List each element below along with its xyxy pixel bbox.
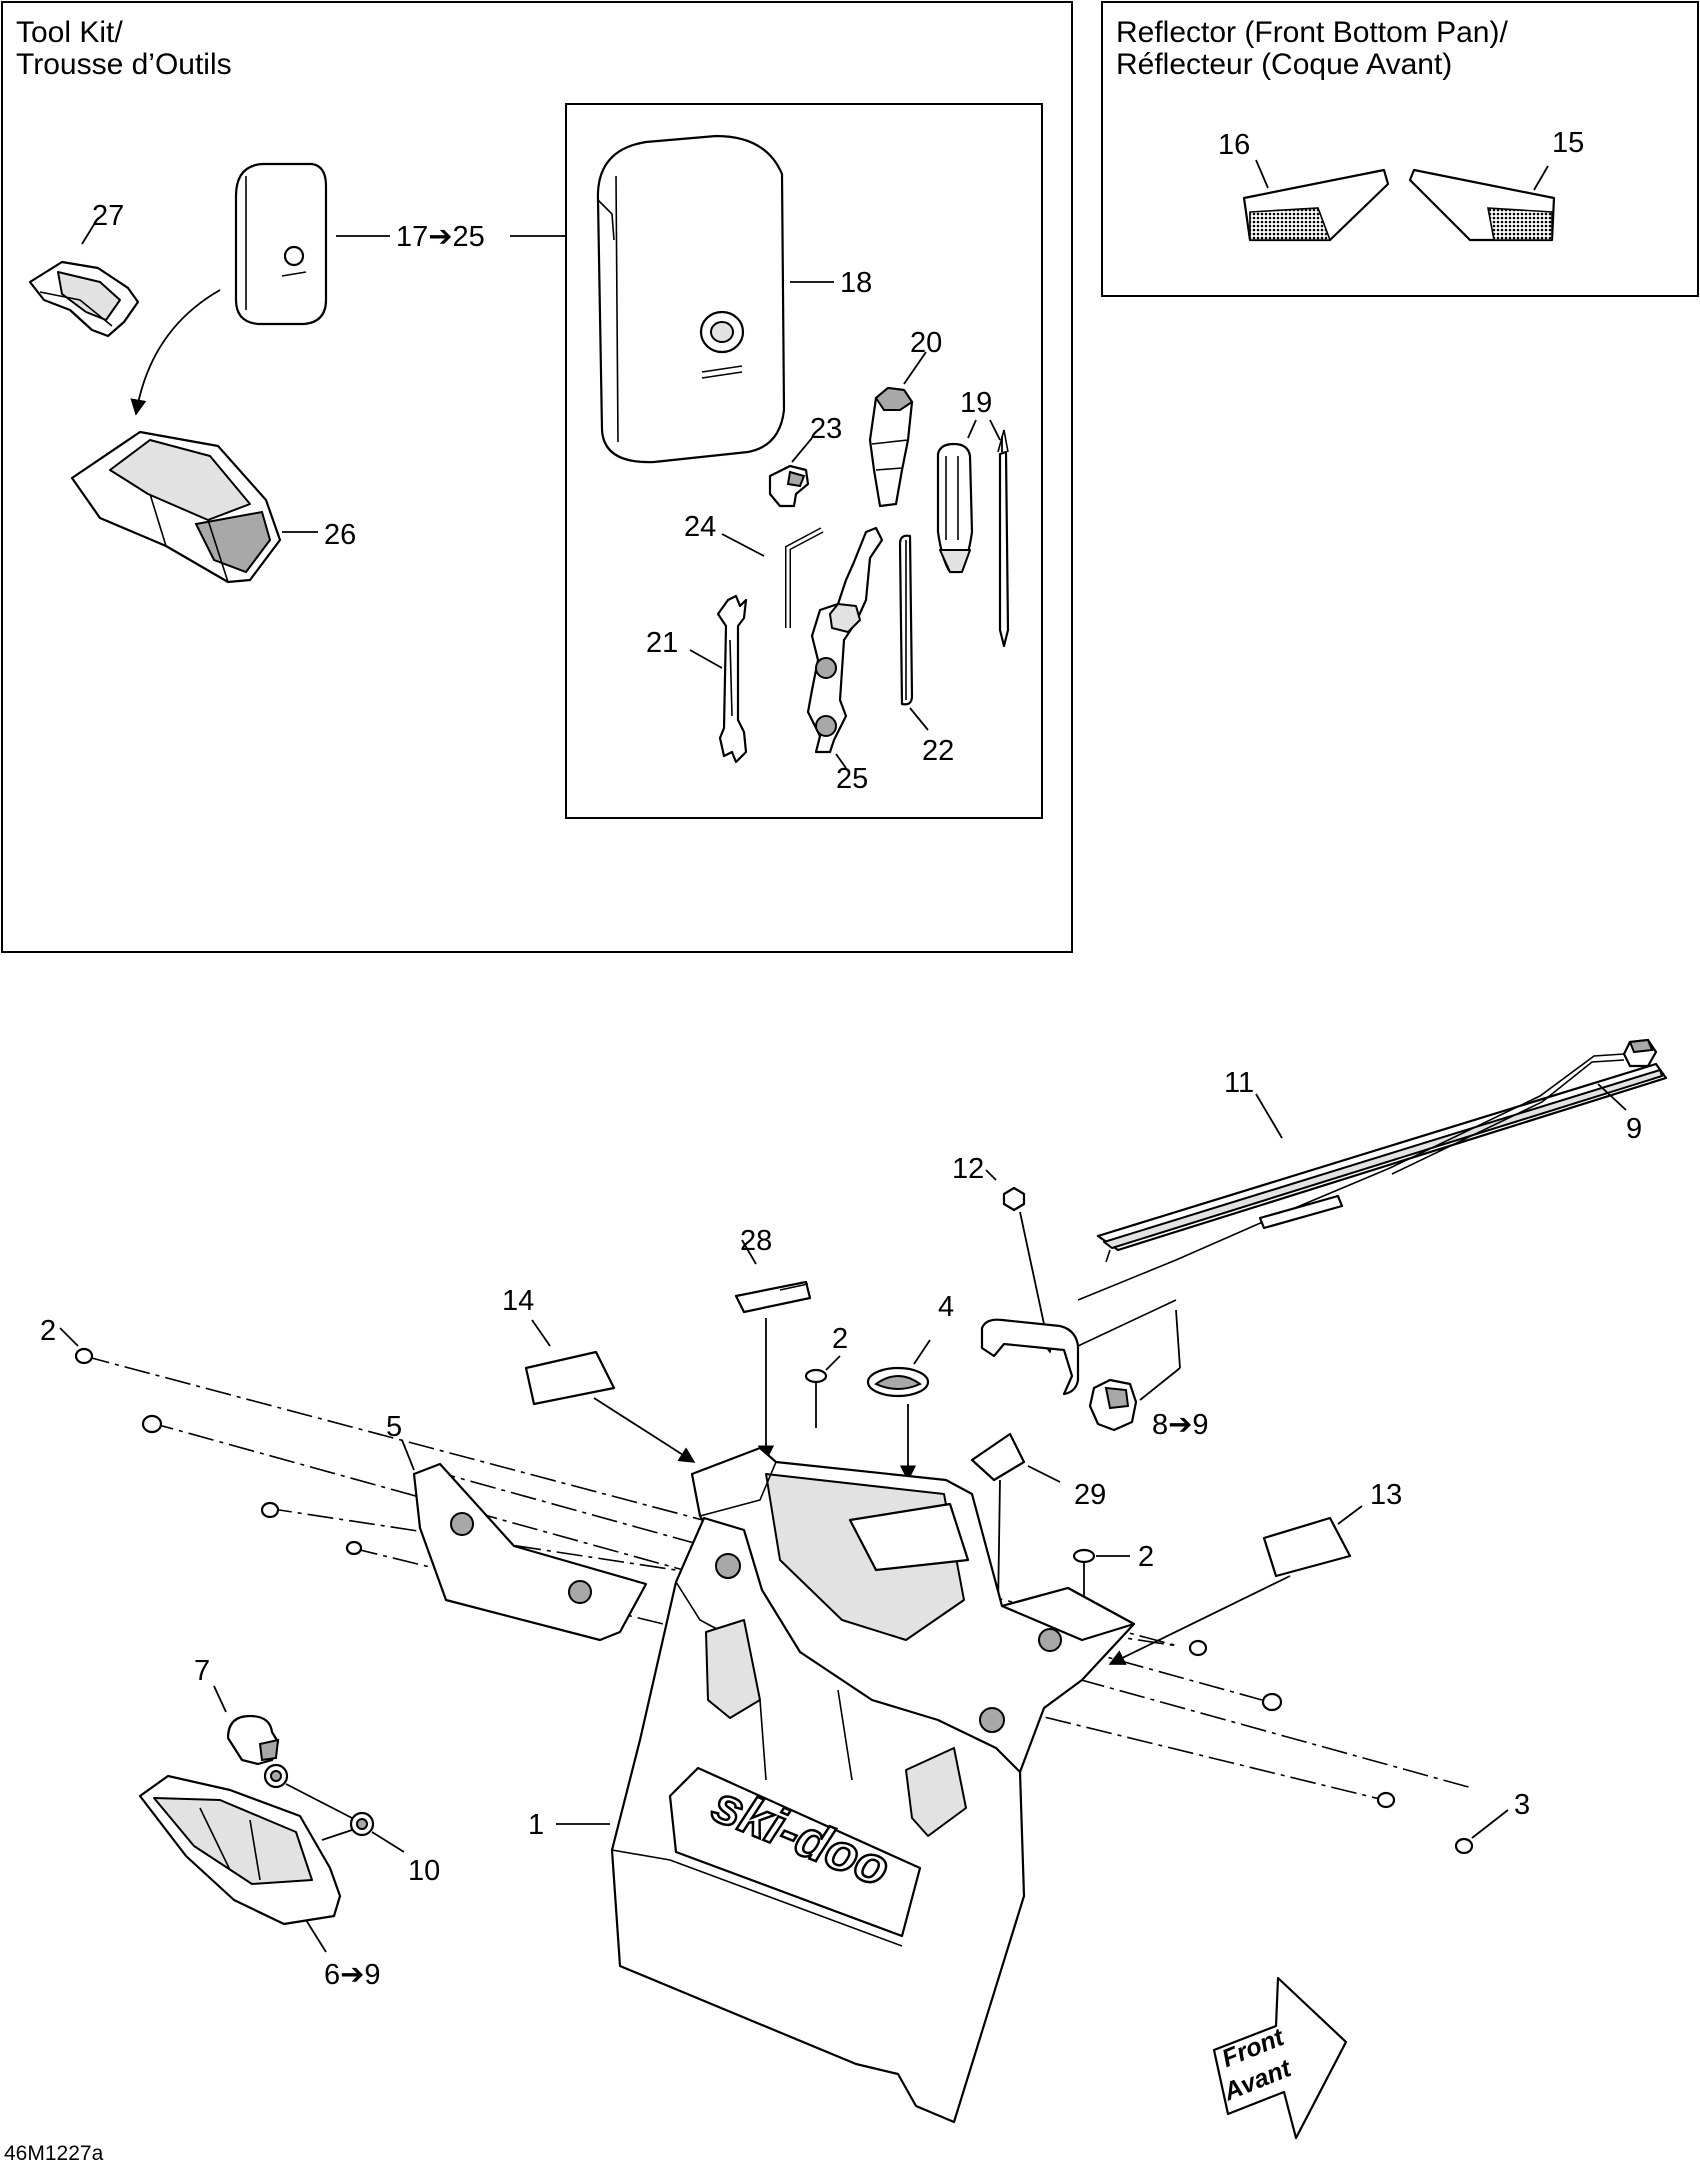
part-25-multi-wrench [806,526,884,754]
part-11-light-bar [1096,1062,1668,1263]
part-8-bulb-socket-harness [980,1299,1177,1432]
tool-kit-title-line2: Trousse d’Outils [16,48,232,81]
part-18-tool-bag [596,134,786,464]
callout-4: 4 [938,1291,954,1323]
callout-24: 24 [684,511,716,543]
callout-21: 21 [646,627,678,659]
part-21-open-end-wrench [716,594,748,764]
callout-28: 28 [740,1225,772,1257]
callout-12: 12 [952,1153,984,1185]
part-23-clip [768,464,810,508]
part-7-bulb [226,1714,280,1766]
tool-kit-contents-frame [565,103,1043,819]
callout-10: 10 [408,1855,440,1887]
callout-18: 18 [840,267,872,299]
reflector-title-line2: Réflecteur (Coque Avant) [1116,48,1452,81]
callout-13: 13 [1370,1479,1402,1511]
callout-9: 9 [1626,1113,1642,1145]
part-19-screwdriver [936,429,1010,648]
callout-8-9: 8➔9 [1152,1409,1209,1441]
callout-6-9: 6➔9 [324,1959,381,1991]
part-20-spark-plug-socket [868,386,914,508]
callout-14: 14 [502,1285,534,1317]
part-14-decal [524,1350,616,1406]
callout-15: 15 [1552,127,1584,159]
callout-16: 16 [1218,129,1250,161]
callout-1: 1 [528,1809,544,1841]
reflector-panel: Reflector (Front Bottom Pan)/ Réflecteur… [1101,1,1699,297]
part-16-reflector-left [1242,168,1390,242]
main-assembly: 11 9 12 8➔9 [40,1038,1668,2140]
part-17-tool-bag-small [234,162,328,326]
figure-code: 46M1227a [4,2142,104,2165]
part-10-grommets [263,1763,375,1841]
callout-3: 3 [1514,1789,1530,1821]
callout-27: 27 [92,200,124,232]
callout-2-right: 2 [1138,1541,1154,1573]
callout-5: 5 [386,1411,402,1443]
tool-kit-frame [1,1,1073,953]
reflector-frame [1101,1,1699,297]
part-15-reflector-right [1408,168,1556,242]
callout-29: 29 [1074,1479,1106,1511]
part-3-washers-right [1188,1639,1474,1855]
part-2-screw-top [804,1368,828,1428]
callout-26: 26 [324,519,356,551]
reflector-title-line1: Reflector (Front Bottom Pan)/ [1116,16,1508,49]
callout-19: 19 [960,387,992,419]
part-28-decal [734,1280,812,1314]
part-26-tool-kit-holder [70,430,282,584]
part-2-washers-left [74,1347,363,1556]
part-13-decal [1262,1516,1352,1578]
tool-kit-panel: Tool Kit/ Trousse d’Outils 27 17➔25 [1,1,1073,953]
part-6-tail-light [138,1774,342,1926]
callout-7: 7 [194,1655,210,1687]
part-24-hex-key [785,527,824,628]
part-1-front-pan: ski-doo [610,1446,1136,2124]
callout-2-top: 2 [832,1323,848,1355]
tool-kit-title-line1: Tool Kit/ [16,16,123,49]
part-5-left-bracket [412,1462,648,1642]
part-4-emblem [866,1366,930,1398]
callout-23: 23 [810,413,842,445]
part-9-connector-harness [1077,1038,1658,1301]
callout-22: 22 [922,735,954,767]
callout-11: 11 [1224,1067,1254,1099]
callout-17-25: 17➔25 [396,221,485,253]
part-12-clip [1002,1186,1026,1212]
front-direction-arrow: Front Avant [1212,1976,1348,2140]
callout-20: 20 [910,327,942,359]
part-29-decal [970,1432,1026,1482]
callout-25: 25 [836,763,868,795]
part-27-strap [28,260,140,338]
callout-2-left: 2 [40,1315,56,1347]
part-22-wire-loop [898,534,914,706]
